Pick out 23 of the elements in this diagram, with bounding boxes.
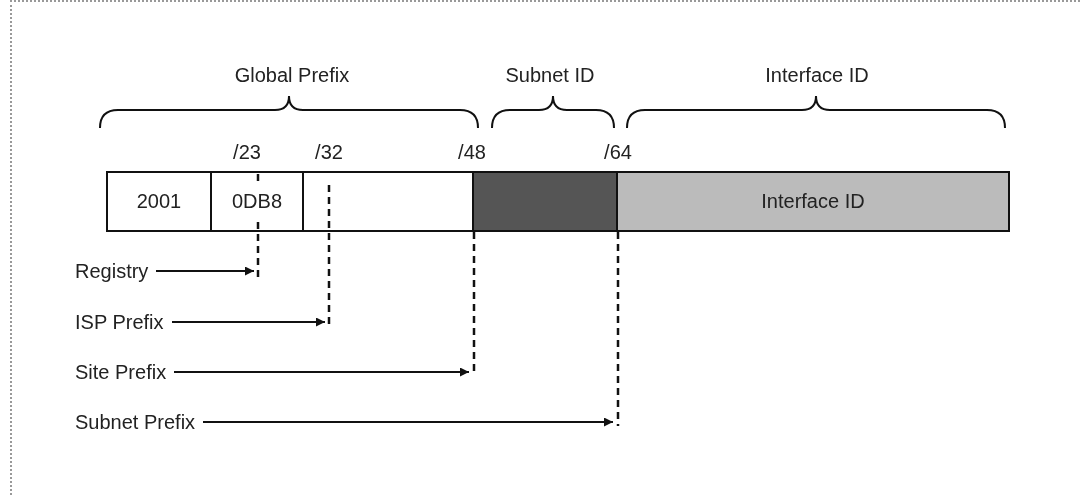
prefix-label: Site Prefix xyxy=(75,360,167,384)
prefix-length-label: /64 xyxy=(604,140,632,164)
address-segment xyxy=(302,171,474,232)
prefix-length-label: /23 xyxy=(233,140,261,164)
address-segment xyxy=(616,171,1010,232)
arrow xyxy=(155,266,255,276)
subnet-segment xyxy=(472,171,618,232)
segment-value: 2001 xyxy=(136,190,182,213)
arrow xyxy=(173,367,470,377)
prefix-length-label: /48 xyxy=(458,140,486,164)
segment-value: 0DB8 xyxy=(232,190,282,213)
prefix-label: Registry xyxy=(75,259,149,283)
prefix-length-label: /32 xyxy=(315,140,343,164)
field-label: Interface ID xyxy=(765,63,869,87)
field-label: Subnet ID xyxy=(505,63,595,87)
arrow xyxy=(202,417,614,427)
arrow xyxy=(171,317,326,327)
field-label: Global Prefix xyxy=(234,63,350,87)
address-segment xyxy=(210,171,304,232)
prefix-label: ISP Prefix xyxy=(75,310,164,334)
segment-value: Interface ID xyxy=(761,190,865,213)
address-segment xyxy=(106,171,212,232)
prefix-label: Subnet Prefix xyxy=(75,410,196,434)
